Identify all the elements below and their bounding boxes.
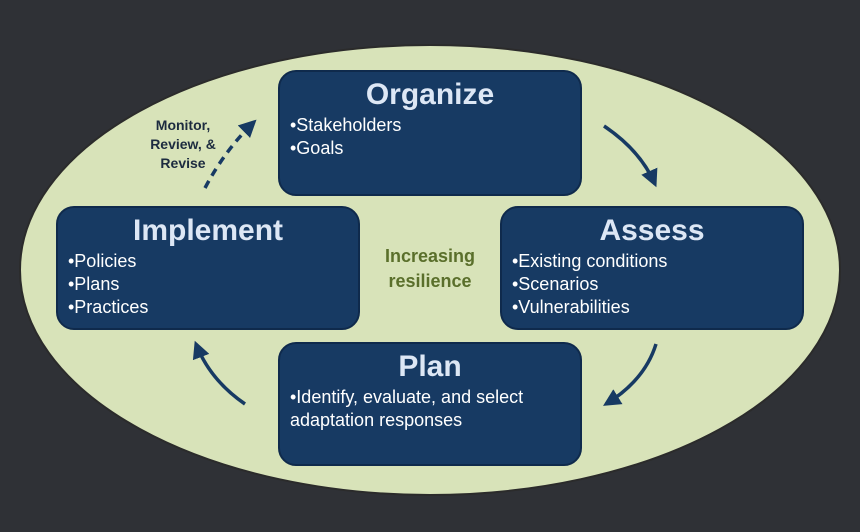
monitor-label-line: Revise: [160, 155, 206, 171]
arrow-assess-to-plan: [603, 343, 658, 406]
plan-title: Plan: [398, 350, 462, 383]
organize-title: Organize: [365, 78, 495, 111]
arrow-organize-to-assess: [603, 124, 658, 188]
assess-box: Assess •Existing conditions •Scenarios •…: [500, 206, 804, 330]
center-label-line: resilience: [388, 271, 472, 291]
increasing-resilience-label: Increasing resilience: [360, 244, 500, 294]
plan-items: •Identify, evaluate, and select adaptati…: [290, 386, 570, 432]
list-item: •Existing conditions: [512, 251, 668, 271]
organize-box: Organize •Stakeholders •Goals: [278, 70, 582, 196]
arrow-implement-to-organize-dashed: [203, 119, 257, 189]
implement-title: Implement: [132, 214, 284, 247]
monitor-label-line: Monitor,: [155, 117, 211, 133]
organize-items: •Stakeholders •Goals: [290, 114, 570, 160]
list-item: •Scenarios: [512, 274, 599, 294]
list-item: •Identify, evaluate, and select: [290, 387, 524, 407]
arrow-plan-to-implement: [192, 340, 246, 406]
list-item: •Practices: [68, 297, 149, 317]
list-item: •Goals: [290, 138, 344, 158]
plan-box: Plan •Identify, evaluate, and select ada…: [278, 342, 582, 466]
list-item: •Policies: [68, 251, 137, 271]
assess-title: Assess: [599, 214, 705, 247]
list-item: •Plans: [68, 274, 120, 294]
list-item: adaptation responses: [290, 410, 463, 430]
list-item: •Vulnerabilities: [512, 297, 630, 317]
center-label-line: Increasing: [384, 246, 476, 266]
list-item: •Stakeholders: [290, 115, 402, 135]
monitor-review-revise-label: Monitor, Review, & Revise: [128, 116, 238, 173]
implement-items: •Policies •Plans •Practices: [68, 250, 348, 319]
implement-box: Implement •Policies •Plans •Practices: [56, 206, 360, 330]
assess-items: •Existing conditions •Scenarios •Vulnera…: [512, 250, 792, 319]
monitor-label-line: Review, &: [150, 136, 216, 152]
